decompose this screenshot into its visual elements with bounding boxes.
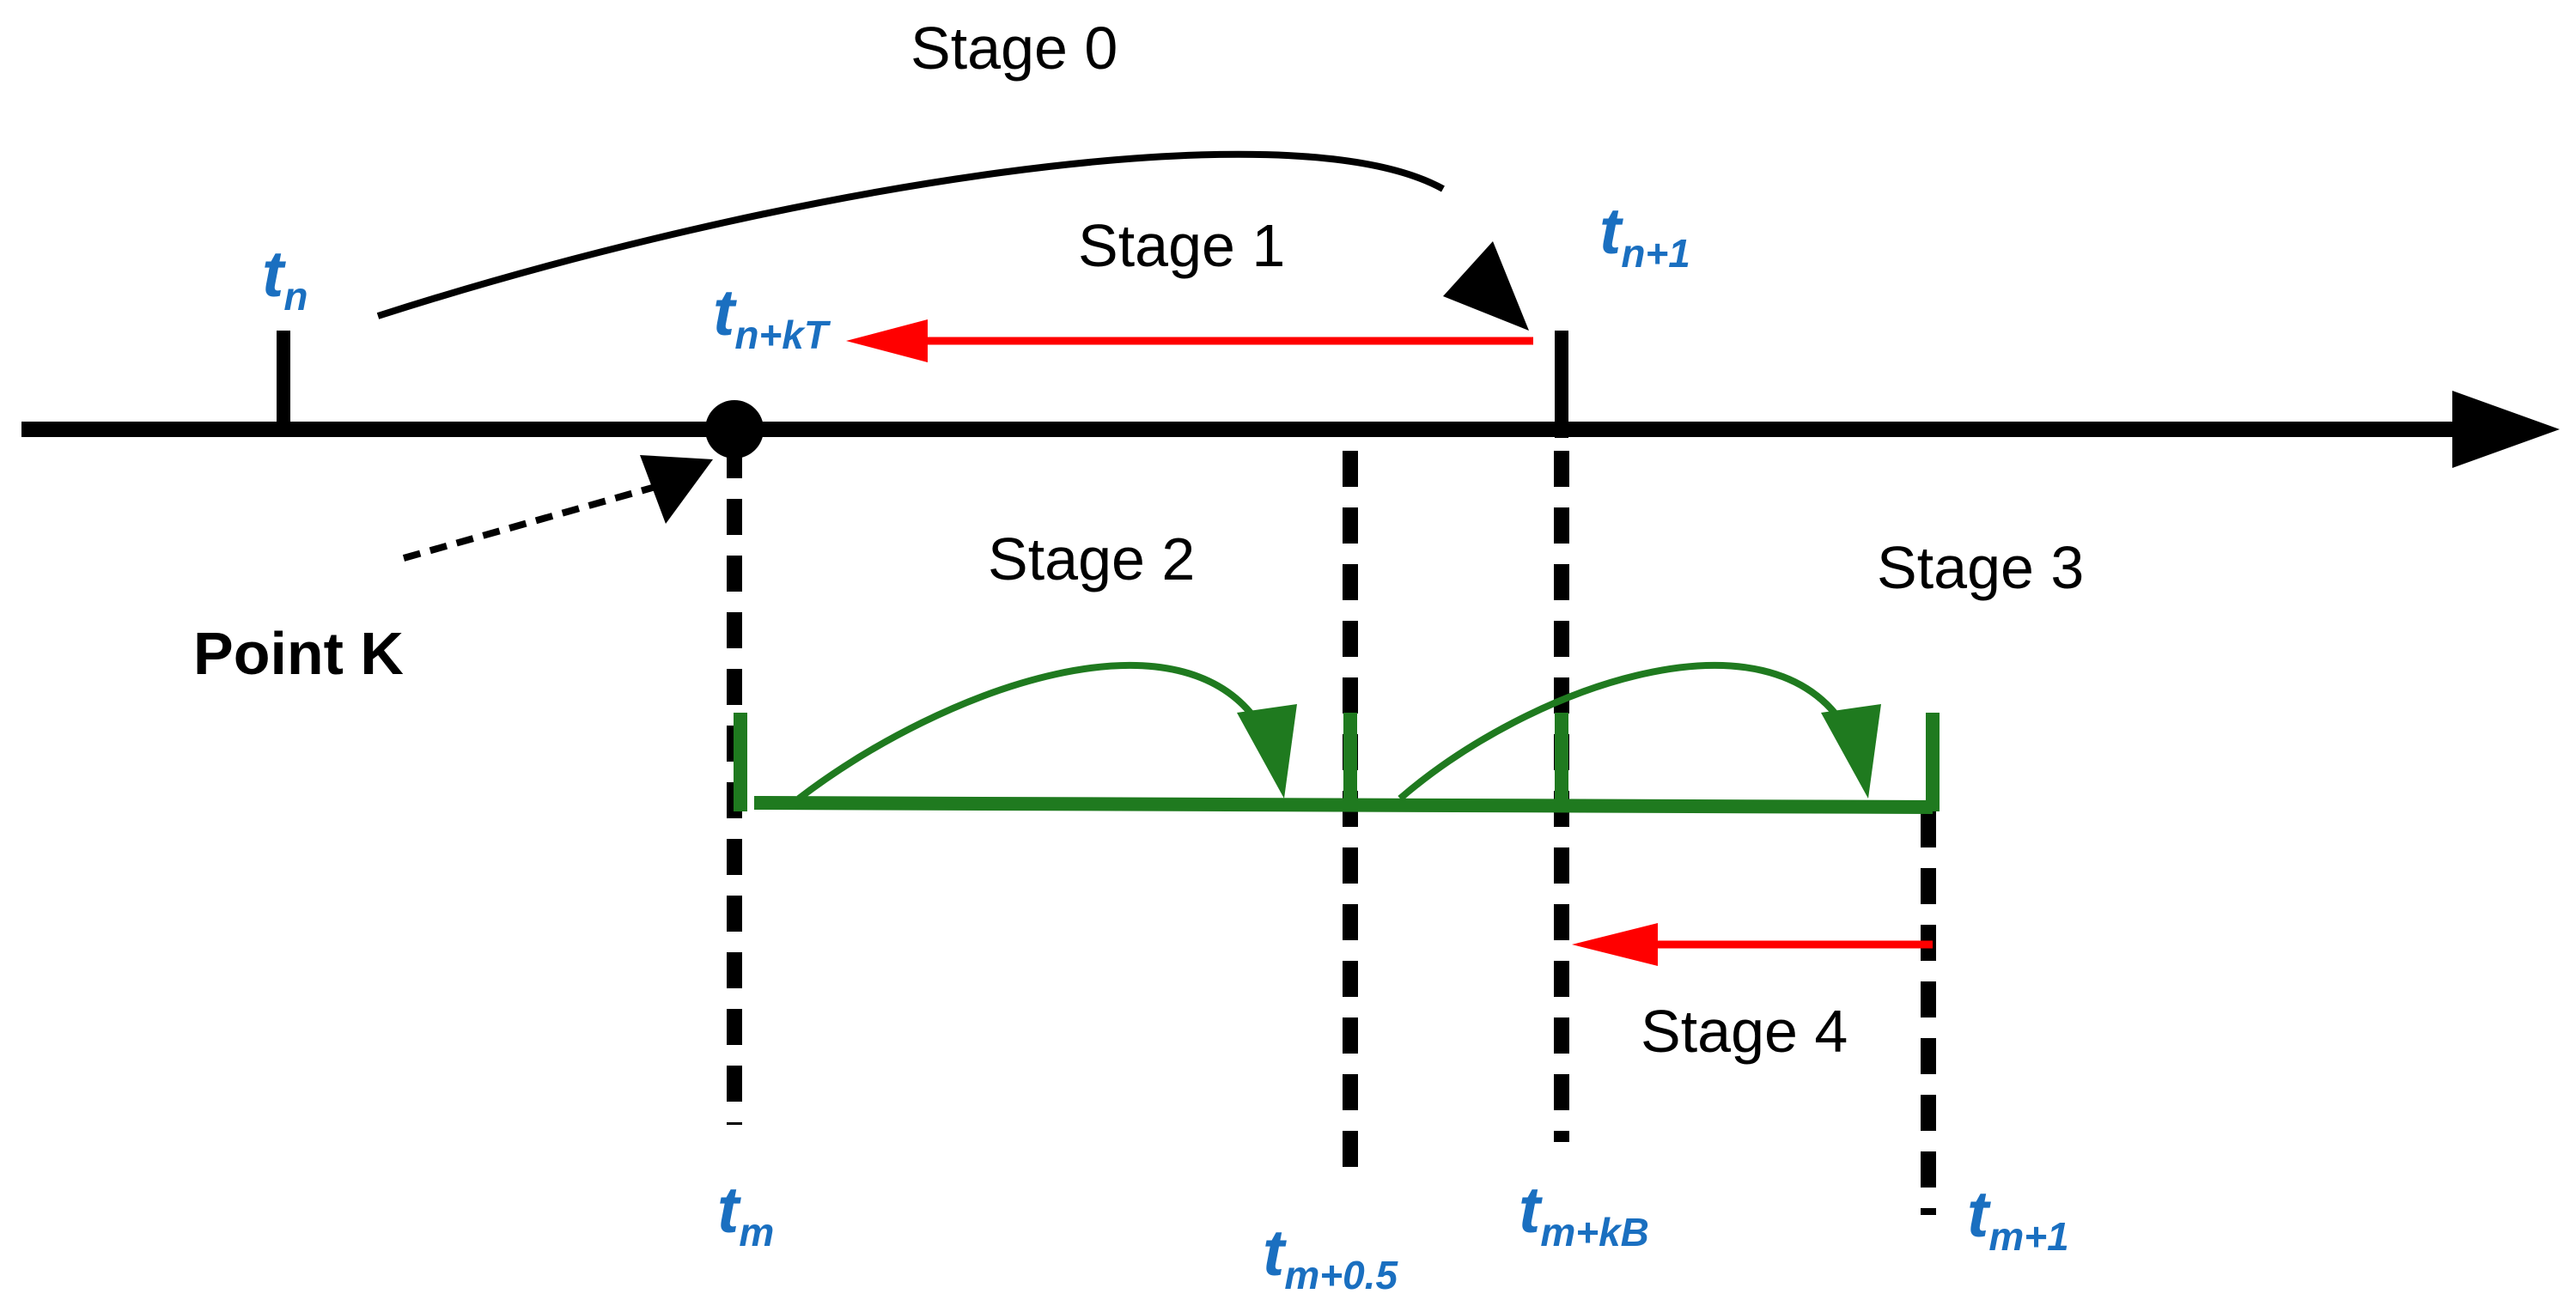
stage3-green-arrow [1398,661,1850,802]
point-k-label: Point K [193,620,404,687]
label-tm05: tm+0.5 [1263,1217,1398,1297]
label-tm05-sub: m+0.5 [1284,1253,1398,1297]
stage1-red-arrowhead [846,319,928,362]
stage0-label: Stage 0 [910,15,1117,82]
label-tm-base: t [717,1174,741,1247]
label-tnkT-base: t [713,276,737,349]
label-tmkB: tm+kB [1519,1174,1649,1254]
stage2-green-arrowhead [1237,704,1297,799]
label-tm-sub: m [739,1210,774,1254]
stage0-arrowhead [1443,241,1529,331]
label-tm05-base: t [1263,1217,1287,1290]
label-tn-sub: n [283,274,308,319]
label-tn1-base: t [1599,195,1623,268]
label-tn: tn [262,238,308,319]
label-tnkT-sub: n+kT [734,313,831,357]
stage3-green-arrowhead [1821,704,1881,799]
label-tnkT: tn+kT [713,276,831,357]
stage4-label: Stage 4 [1641,998,1848,1065]
stage4-red-arrowhead [1572,923,1658,966]
label-tn1: tn+1 [1599,195,1690,276]
stage2-green-arrow [796,662,1266,802]
stage2-label: Stage 2 [988,525,1195,592]
point-k-pointer [402,482,663,562]
point-k-pointer-head [640,455,713,524]
label-tm1-sub: m+1 [1988,1214,2068,1259]
label-tmkB-sub: m+kB [1540,1210,1649,1254]
label-tn-base: t [262,238,286,311]
label-tmkB-base: t [1519,1174,1543,1247]
label-tm1-base: t [1967,1178,1991,1251]
stage0-arrow [376,150,1445,319]
point-k-marker [705,400,764,459]
label-tm1: tm+1 [1967,1178,2069,1259]
label-tm: tm [717,1174,774,1254]
stage1-label: Stage 1 [1078,212,1285,279]
label-tn1-sub: n+1 [1621,231,1690,276]
main-axis-arrowhead [2452,391,2560,468]
stage3-label: Stage 3 [1877,534,2084,601]
